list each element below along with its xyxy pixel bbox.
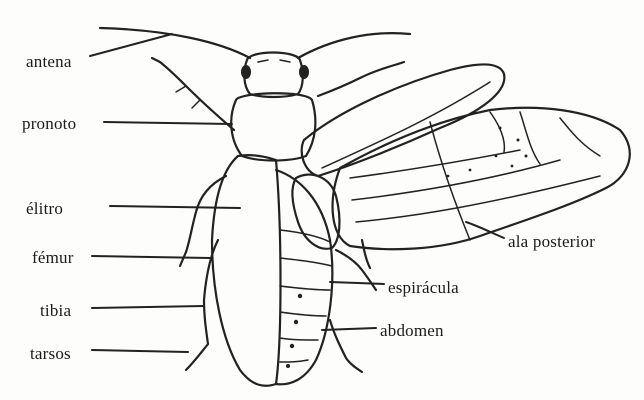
antennae [100, 28, 410, 58]
label-femur: fémur [32, 249, 74, 266]
label-tarsos: tarsos [30, 345, 71, 362]
label-elitro: élitro [26, 200, 63, 217]
label-ala-posterior: ala posterior [508, 233, 595, 250]
abdomen-body [276, 170, 332, 384]
label-antena: antena [26, 53, 72, 70]
label-tibia: tibia [40, 302, 71, 319]
label-pronoto: pronoto [22, 115, 76, 132]
pronotum [231, 93, 315, 160]
label-espiracula: espirácula [388, 279, 459, 296]
left-elytron [212, 155, 281, 386]
label-abdomen: abdomen [380, 322, 444, 339]
leader-lines [90, 34, 504, 352]
head [241, 53, 309, 98]
